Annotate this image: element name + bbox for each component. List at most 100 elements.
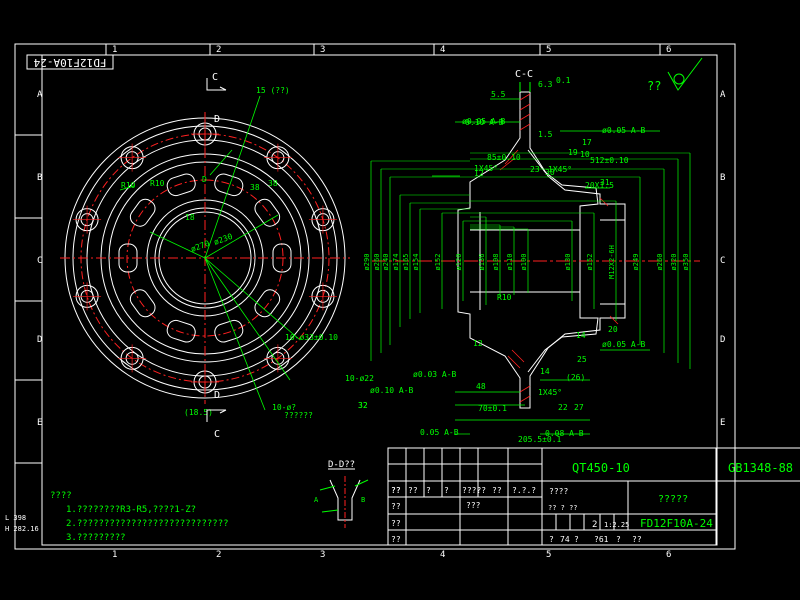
top-dimension: ø0.05 A-B (462, 117, 506, 126)
sheet-count-cell: ?61 (594, 535, 609, 544)
vertical-dimension: ø290 (363, 254, 371, 271)
notes-title: ???? (50, 491, 72, 501)
zone-row-left: D (37, 335, 42, 345)
bottom-dimension: 1X45° (538, 388, 562, 397)
sheet-count-cell: ? (549, 535, 554, 544)
bottom-dimension: 32 (358, 401, 368, 410)
face-dimension: 32 (358, 401, 368, 410)
section-hatching (499, 93, 619, 403)
vertical-dimension: ø249 (632, 254, 640, 271)
spoke-window (214, 173, 244, 197)
bottom-dimension: R10 (497, 293, 512, 302)
bottom-dimension: 70±0.1 (478, 404, 507, 413)
corner-stamp-text: FD12F10A-24 (33, 56, 106, 69)
bottom-dimension: 0.08 A-B (545, 429, 584, 438)
signature-row: ??????????????.?.? (391, 486, 536, 495)
leader-line (204, 214, 279, 259)
spoke-window (254, 289, 281, 318)
signature-cell: ? (426, 486, 431, 495)
zone-column-top: 3 (320, 45, 325, 55)
section-horizontal-dimension-lines (432, 82, 660, 435)
bottom-dimension: 27 (574, 403, 584, 412)
surface-finish-text: ?? (647, 79, 661, 93)
leader-line (204, 257, 291, 381)
signature-cell: ?? (408, 486, 418, 495)
note-item-2: 2.???????????????????????????? (66, 519, 229, 529)
signature-cell: ?? (492, 486, 502, 495)
zone-row-left: C (37, 256, 42, 266)
top-dimension: 512±0.10 (590, 156, 629, 165)
vertical-dimension: ø110 (506, 254, 514, 271)
bottom-dimension: 22 (558, 403, 568, 412)
detail-letter-a: A (314, 496, 319, 504)
face-dimension: ?????? (284, 411, 313, 420)
face-dimension: 10-ø? (272, 403, 296, 412)
spoke-window (166, 319, 196, 343)
bottom-dimension: 14 (576, 331, 586, 340)
sheet-count-cell: ? (574, 535, 579, 544)
scale-label: ?? ? ?? (548, 504, 578, 512)
signature-cell: ?? (391, 486, 401, 495)
bottom-dimension: ø0.05 A-B (602, 340, 646, 349)
left-label-cell: ?? (391, 519, 401, 528)
vertical-dimension: M12X2-6H (608, 245, 616, 279)
section-cut-marks (206, 78, 227, 422)
leader-line (209, 149, 233, 176)
face-dimension: 10-ø33±0.10 (285, 333, 338, 342)
title-block[interactable]: QT450-10 GB1348-88 ????? FD12F10A-24 ?? … (387, 447, 800, 546)
left-label-column: ???????? (391, 486, 401, 544)
left-label-cell: ?? (391, 486, 401, 495)
leader-line (204, 257, 266, 411)
detail-mark-top: D (214, 114, 220, 125)
zone-column-top: 4 (440, 45, 445, 55)
note-item-3: 3.????????? (66, 533, 126, 543)
detail-view-d[interactable]: D-D?? A B (314, 460, 369, 528)
design-cell: ???? (549, 487, 568, 496)
face-dimension: 38 (268, 179, 278, 188)
sheet-count-cell: ? (616, 535, 621, 544)
vertical-dimension: ø120 (455, 254, 463, 271)
top-dimension: ø0.05 A-B (602, 126, 646, 135)
leader-line (119, 185, 135, 191)
top-dimension: 0.10 A-B (465, 118, 504, 127)
zone-column-top: 5 (546, 45, 551, 55)
spoke-window (166, 173, 196, 197)
note-item-1: 1.????????R3-R5,????1-Z? (66, 505, 196, 515)
spoke-window (129, 198, 156, 227)
top-dimension: 20X1.5 (585, 181, 614, 190)
sheet-count-cell: ?? (632, 535, 642, 544)
bottom-dimension: (26) (566, 373, 585, 382)
zone-column-bottom: 1 (112, 550, 117, 560)
top-dimension: 17 (582, 138, 592, 147)
top-dimension: 5.5 (491, 90, 506, 99)
detail-mark-bottom: D (214, 390, 220, 401)
vertical-dimension: ø136 (478, 254, 486, 271)
bottom-dimension: 12 (473, 339, 483, 348)
face-dimension: D (202, 175, 207, 184)
cursor-length-readout: L 398 (5, 514, 26, 522)
sheet-frame (14, 43, 736, 550)
scale-ratio: 1:2.25 (604, 521, 629, 529)
top-dimension: 6.3 (538, 80, 553, 89)
top-dimension: 31 (600, 178, 610, 187)
face-dimension: R10 (150, 179, 165, 188)
leader-line (149, 231, 206, 259)
zone-row-left: B (37, 173, 42, 183)
top-dimension: 85±0.10 (487, 153, 521, 162)
top-dimension: 0.1 (556, 76, 571, 85)
left-label-cell: ?? (391, 502, 401, 511)
zone-column-bottom: 3 (320, 550, 325, 560)
vertical-dimension: ø108 (492, 254, 500, 271)
face-dimension: R10 (121, 181, 136, 190)
zone-column-top: 1 (112, 45, 117, 55)
bottom-dimension: 205.5±0.1 (518, 435, 562, 444)
leader-line (204, 95, 261, 259)
zone-row-right: B (720, 173, 725, 183)
